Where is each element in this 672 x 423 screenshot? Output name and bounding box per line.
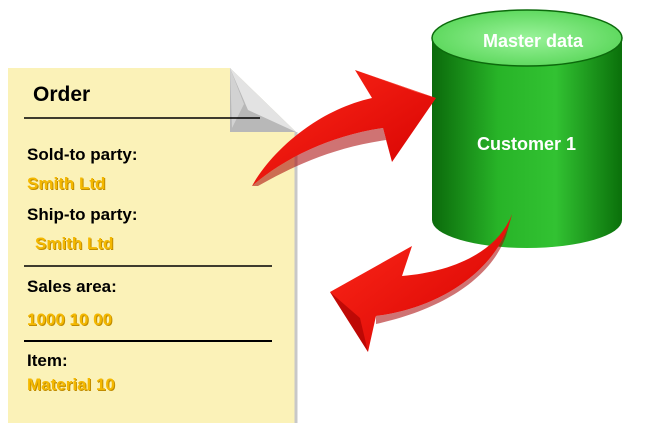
sales-area-label: Sales area: (27, 277, 117, 296)
sales-area-value: 1000 10 00 (27, 310, 113, 329)
master-data-cylinder (431, 9, 623, 248)
item-value: Material 10 (27, 375, 115, 394)
customer-label: Customer 1 (477, 134, 577, 154)
master-data-title: Master data (483, 31, 584, 51)
item-label: Item: (27, 351, 68, 370)
arrow-to-master-data (252, 70, 436, 186)
sold-to-value: Smith Ltd (27, 174, 106, 193)
order-document (8, 68, 298, 423)
ship-to-value: Smith Ltd (35, 234, 114, 253)
cylinder-top (431, 9, 623, 67)
arrow-to-order (330, 214, 512, 352)
ship-to-label: Ship-to party: (27, 205, 138, 224)
sold-to-label: Sold-to party: (27, 145, 138, 164)
order-title: Order (33, 83, 91, 106)
